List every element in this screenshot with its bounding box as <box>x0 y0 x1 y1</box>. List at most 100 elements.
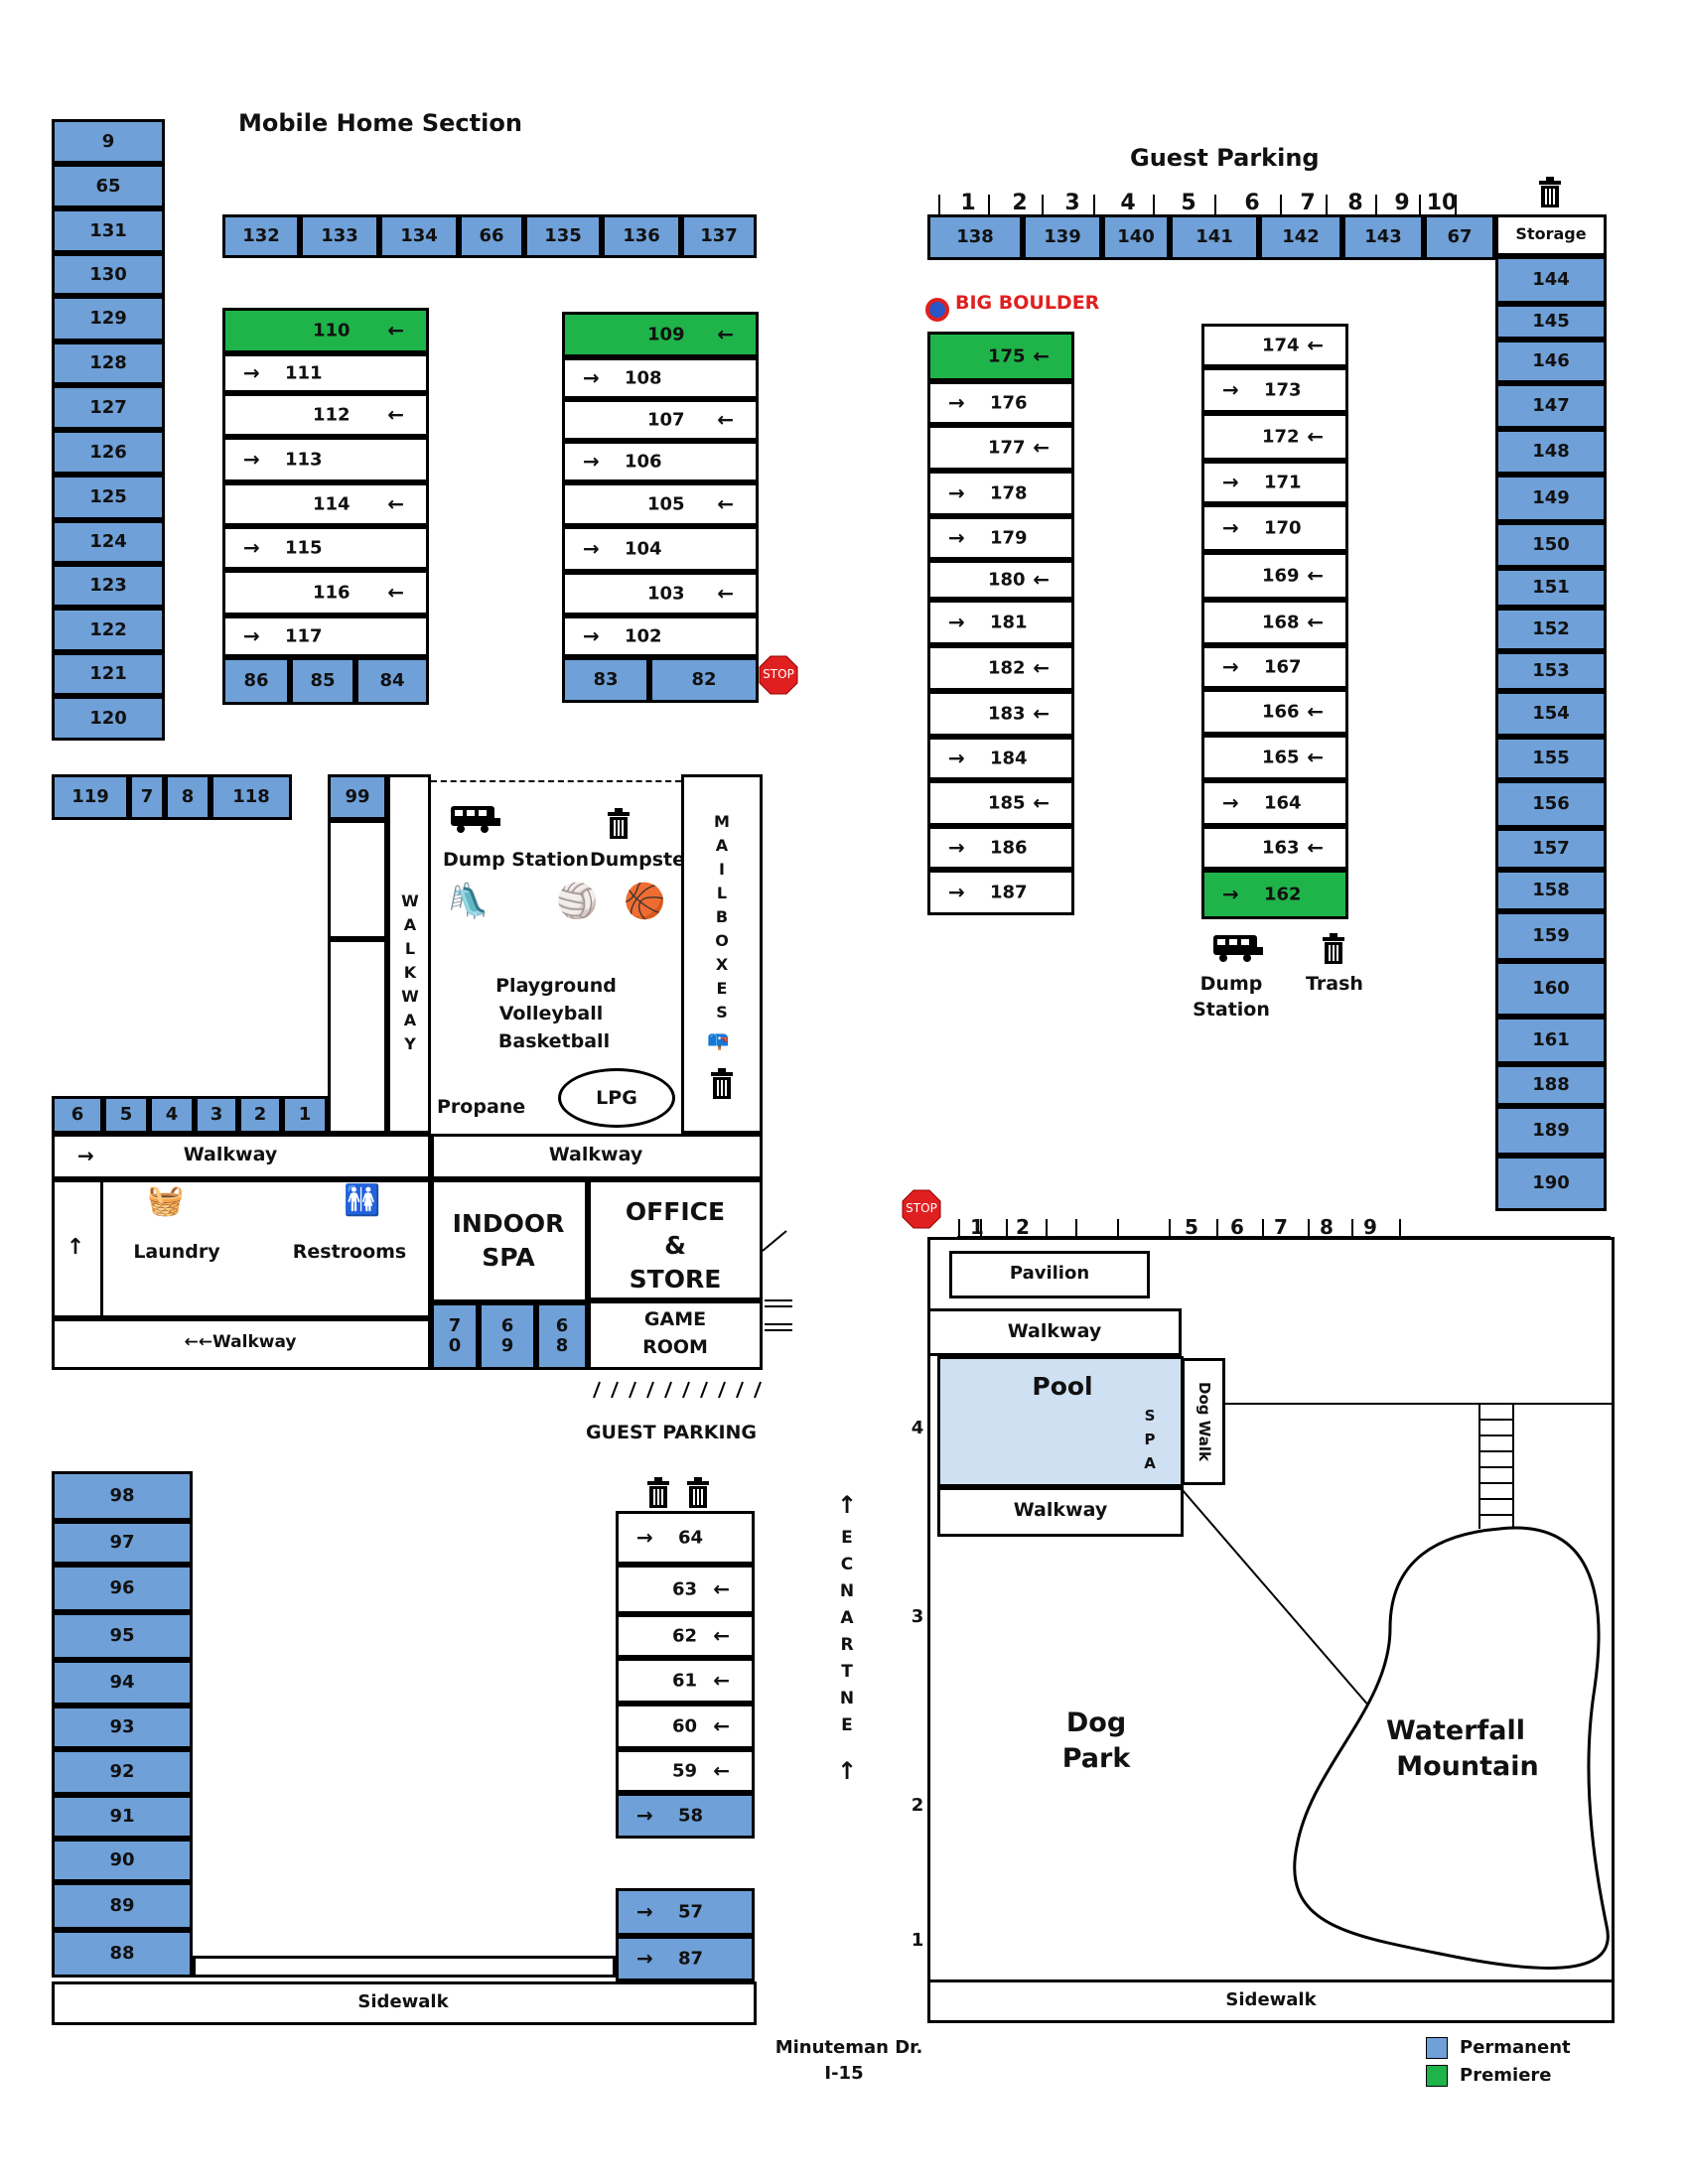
site-109[interactable]: ←109 <box>562 312 759 357</box>
site-68[interactable]: 6 8 <box>536 1302 588 1370</box>
site-185[interactable]: ←185 <box>927 780 1074 826</box>
site-187[interactable]: →187 <box>927 870 1074 915</box>
site-112[interactable]: ←112 <box>222 393 429 437</box>
site-169[interactable]: ←169 <box>1201 552 1348 600</box>
site-7[interactable]: 7 <box>129 774 165 820</box>
site-94[interactable]: 94 <box>52 1660 193 1706</box>
site-95[interactable]: 95 <box>52 1612 193 1660</box>
site-153[interactable]: 153 <box>1495 651 1607 691</box>
site-89[interactable]: 89 <box>52 1882 193 1930</box>
site-110[interactable]: ←110 <box>222 308 429 353</box>
site-171[interactable]: →171 <box>1201 461 1348 504</box>
site-121[interactable]: 121 <box>52 652 165 696</box>
site-108[interactable]: →108 <box>562 357 759 399</box>
site-61[interactable]: ←61 <box>616 1658 755 1704</box>
site-176[interactable]: →176 <box>927 381 1074 425</box>
site-172[interactable]: ←172 <box>1201 413 1348 461</box>
site-65[interactable]: 65 <box>52 164 165 208</box>
site-135[interactable]: 135 <box>524 214 602 258</box>
site-161[interactable]: 161 <box>1495 1017 1607 1064</box>
site-9[interactable]: 9 <box>52 119 165 164</box>
site-184[interactable]: →184 <box>927 737 1074 780</box>
site-64[interactable]: →64 <box>616 1511 755 1565</box>
site-151[interactable]: 151 <box>1495 568 1607 608</box>
site-86[interactable]: 86 <box>222 657 290 705</box>
site-164[interactable]: →164 <box>1201 780 1348 826</box>
site-98[interactable]: 98 <box>52 1471 193 1521</box>
site-93[interactable]: 93 <box>52 1706 193 1749</box>
site-140[interactable]: 140 <box>1102 214 1170 260</box>
site-141[interactable]: 141 <box>1170 214 1259 260</box>
site-163[interactable]: ←163 <box>1201 826 1348 870</box>
site-181[interactable]: →181 <box>927 600 1074 645</box>
site-120[interactable]: 120 <box>52 696 165 741</box>
site-146[interactable]: 146 <box>1495 340 1607 383</box>
site-8[interactable]: 8 <box>165 774 211 820</box>
site-142[interactable]: 142 <box>1259 214 1342 260</box>
site-6[interactable]: 6 <box>52 1096 103 1134</box>
site-66[interactable]: 66 <box>459 214 524 258</box>
site-114[interactable]: ←114 <box>222 482 429 526</box>
site-58[interactable]: →58 <box>616 1793 755 1839</box>
site-103[interactable]: ←103 <box>562 572 759 615</box>
site-136[interactable]: 136 <box>602 214 681 258</box>
site-162[interactable]: →162 <box>1201 870 1348 919</box>
site-115[interactable]: →115 <box>222 526 429 570</box>
site-70[interactable]: 7 0 <box>431 1302 479 1370</box>
site-83[interactable]: 83 <box>562 657 649 703</box>
site-166[interactable]: ←166 <box>1201 689 1348 735</box>
site-122[interactable]: 122 <box>52 608 165 652</box>
site-137[interactable]: 137 <box>681 214 757 258</box>
site-90[interactable]: 90 <box>52 1839 193 1882</box>
site-84[interactable]: 84 <box>355 657 429 705</box>
site-174[interactable]: ←174 <box>1201 324 1348 367</box>
site-67[interactable]: 67 <box>1424 214 1495 260</box>
pavilion[interactable] <box>949 1251 1150 1298</box>
site-138[interactable]: 138 <box>927 214 1023 260</box>
site-134[interactable]: 134 <box>379 214 459 258</box>
site-107[interactable]: ←107 <box>562 399 759 441</box>
site-113[interactable]: →113 <box>222 437 429 482</box>
site-144[interactable]: 144 <box>1495 256 1607 304</box>
site-179[interactable]: →179 <box>927 516 1074 560</box>
site-88[interactable]: 88 <box>52 1930 193 1978</box>
site-152[interactable]: 152 <box>1495 608 1607 651</box>
site-128[interactable]: 128 <box>52 341 165 385</box>
site-180[interactable]: ←180 <box>927 560 1074 600</box>
site-116[interactable]: ←116 <box>222 570 429 615</box>
site-147[interactable]: 147 <box>1495 383 1607 429</box>
site-1[interactable]: 1 <box>282 1096 328 1134</box>
site-125[interactable]: 125 <box>52 475 165 520</box>
site-143[interactable]: 143 <box>1342 214 1424 260</box>
site-173[interactable]: →173 <box>1201 367 1348 413</box>
site-157[interactable]: 157 <box>1495 828 1607 870</box>
site-132[interactable]: 132 <box>222 214 300 258</box>
site-96[interactable]: 96 <box>52 1565 193 1612</box>
site-57[interactable]: →57 <box>616 1888 755 1936</box>
site-4[interactable]: 4 <box>149 1096 195 1134</box>
site-170[interactable]: →170 <box>1201 504 1348 552</box>
site-85[interactable]: 85 <box>290 657 355 705</box>
site-117[interactable]: →117 <box>222 615 429 657</box>
site-189[interactable]: 189 <box>1495 1106 1607 1156</box>
site-182[interactable]: ←182 <box>927 645 1074 691</box>
site-145[interactable]: 145 <box>1495 304 1607 340</box>
site-129[interactable]: 129 <box>52 296 165 341</box>
site-155[interactable]: 155 <box>1495 737 1607 780</box>
site-130[interactable]: 130 <box>52 253 165 296</box>
site-91[interactable]: 91 <box>52 1795 193 1839</box>
site-105[interactable]: ←105 <box>562 482 759 526</box>
site-99[interactable]: 99 <box>328 774 387 820</box>
site-127[interactable]: 127 <box>52 385 165 430</box>
site-183[interactable]: ←183 <box>927 691 1074 737</box>
site-82[interactable]: 82 <box>649 657 759 703</box>
site-186[interactable]: →186 <box>927 826 1074 870</box>
site-168[interactable]: ←168 <box>1201 600 1348 645</box>
site-69[interactable]: 6 9 <box>479 1302 536 1370</box>
site-158[interactable]: 158 <box>1495 870 1607 911</box>
site-104[interactable]: →104 <box>562 526 759 572</box>
site-119[interactable]: 119 <box>52 774 129 820</box>
site-123[interactable]: 123 <box>52 564 165 608</box>
site-60[interactable]: ←60 <box>616 1704 755 1749</box>
site-59[interactable]: ←59 <box>616 1749 755 1793</box>
